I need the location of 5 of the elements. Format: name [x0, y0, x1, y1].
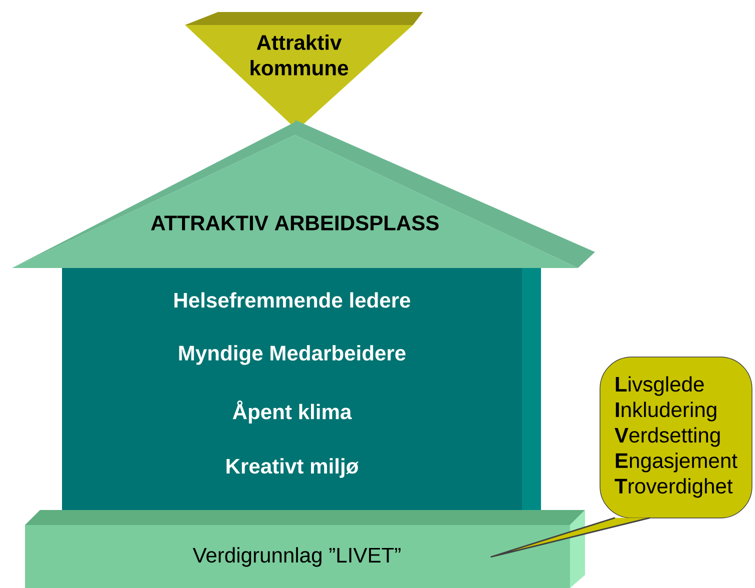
foundation-box: Verdigrunnlag ”LIVET”	[25, 525, 570, 588]
callout-box: Livsglede Inkludering Verdsetting Engasjement Troverdighet	[600, 356, 752, 518]
callout-pointer	[490, 517, 651, 558]
triangle-box: Attraktiv kommune	[185, 12, 423, 130]
wall-box: Helsefremmende ledere Myndige Medarbeidere Åpent klima Kreativt miljø	[62, 268, 541, 525]
